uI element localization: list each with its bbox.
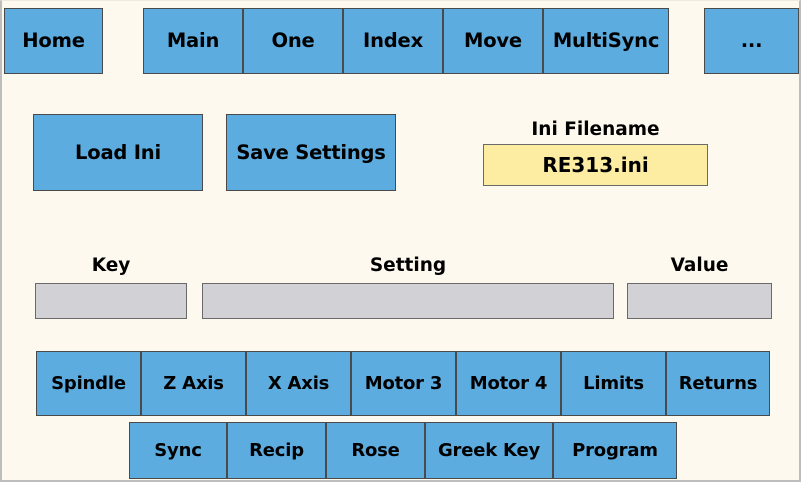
section-button-sync[interactable]: Sync	[129, 422, 227, 479]
nav-tab-index[interactable]: Index	[343, 8, 443, 74]
section-button-motor-3[interactable]: Motor 3	[351, 351, 456, 416]
nav-tab-one[interactable]: One	[243, 8, 343, 74]
section-button-spindle[interactable]: Spindle	[36, 351, 141, 416]
nav-button-home[interactable]: Home	[4, 8, 103, 74]
section-button-motor-4[interactable]: Motor 4	[456, 351, 561, 416]
section-button-returns[interactable]: Returns	[666, 351, 770, 416]
value-input[interactable]	[627, 283, 772, 319]
setting-label: Setting	[369, 255, 447, 276]
ini-filename-label: Ini Filename	[531, 119, 660, 140]
ini-filename-input[interactable]: RE313.ini	[483, 144, 708, 186]
key-input[interactable]	[35, 283, 187, 319]
value-label: Value	[670, 255, 729, 276]
section-button-recip[interactable]: Recip	[227, 422, 326, 479]
nav-tab-main[interactable]: Main	[143, 8, 243, 74]
setting-input[interactable]	[202, 283, 614, 319]
section-button-limits[interactable]: Limits	[561, 351, 666, 416]
nav-tab-multisync[interactable]: MultiSync	[543, 8, 669, 74]
load-ini-button[interactable]: Load Ini	[33, 114, 203, 191]
section-button-rose[interactable]: Rose	[326, 422, 425, 479]
key-label: Key	[91, 255, 131, 276]
nav-tab-move[interactable]: Move	[443, 8, 543, 74]
section-button-greek-key[interactable]: Greek Key	[425, 422, 553, 479]
save-settings-button[interactable]: Save Settings	[226, 114, 396, 191]
section-button-x-axis[interactable]: X Axis	[246, 351, 351, 416]
nav-more-button[interactable]: ...	[704, 8, 799, 74]
section-button-program[interactable]: Program	[553, 422, 677, 479]
section-button-z-axis[interactable]: Z Axis	[141, 351, 246, 416]
